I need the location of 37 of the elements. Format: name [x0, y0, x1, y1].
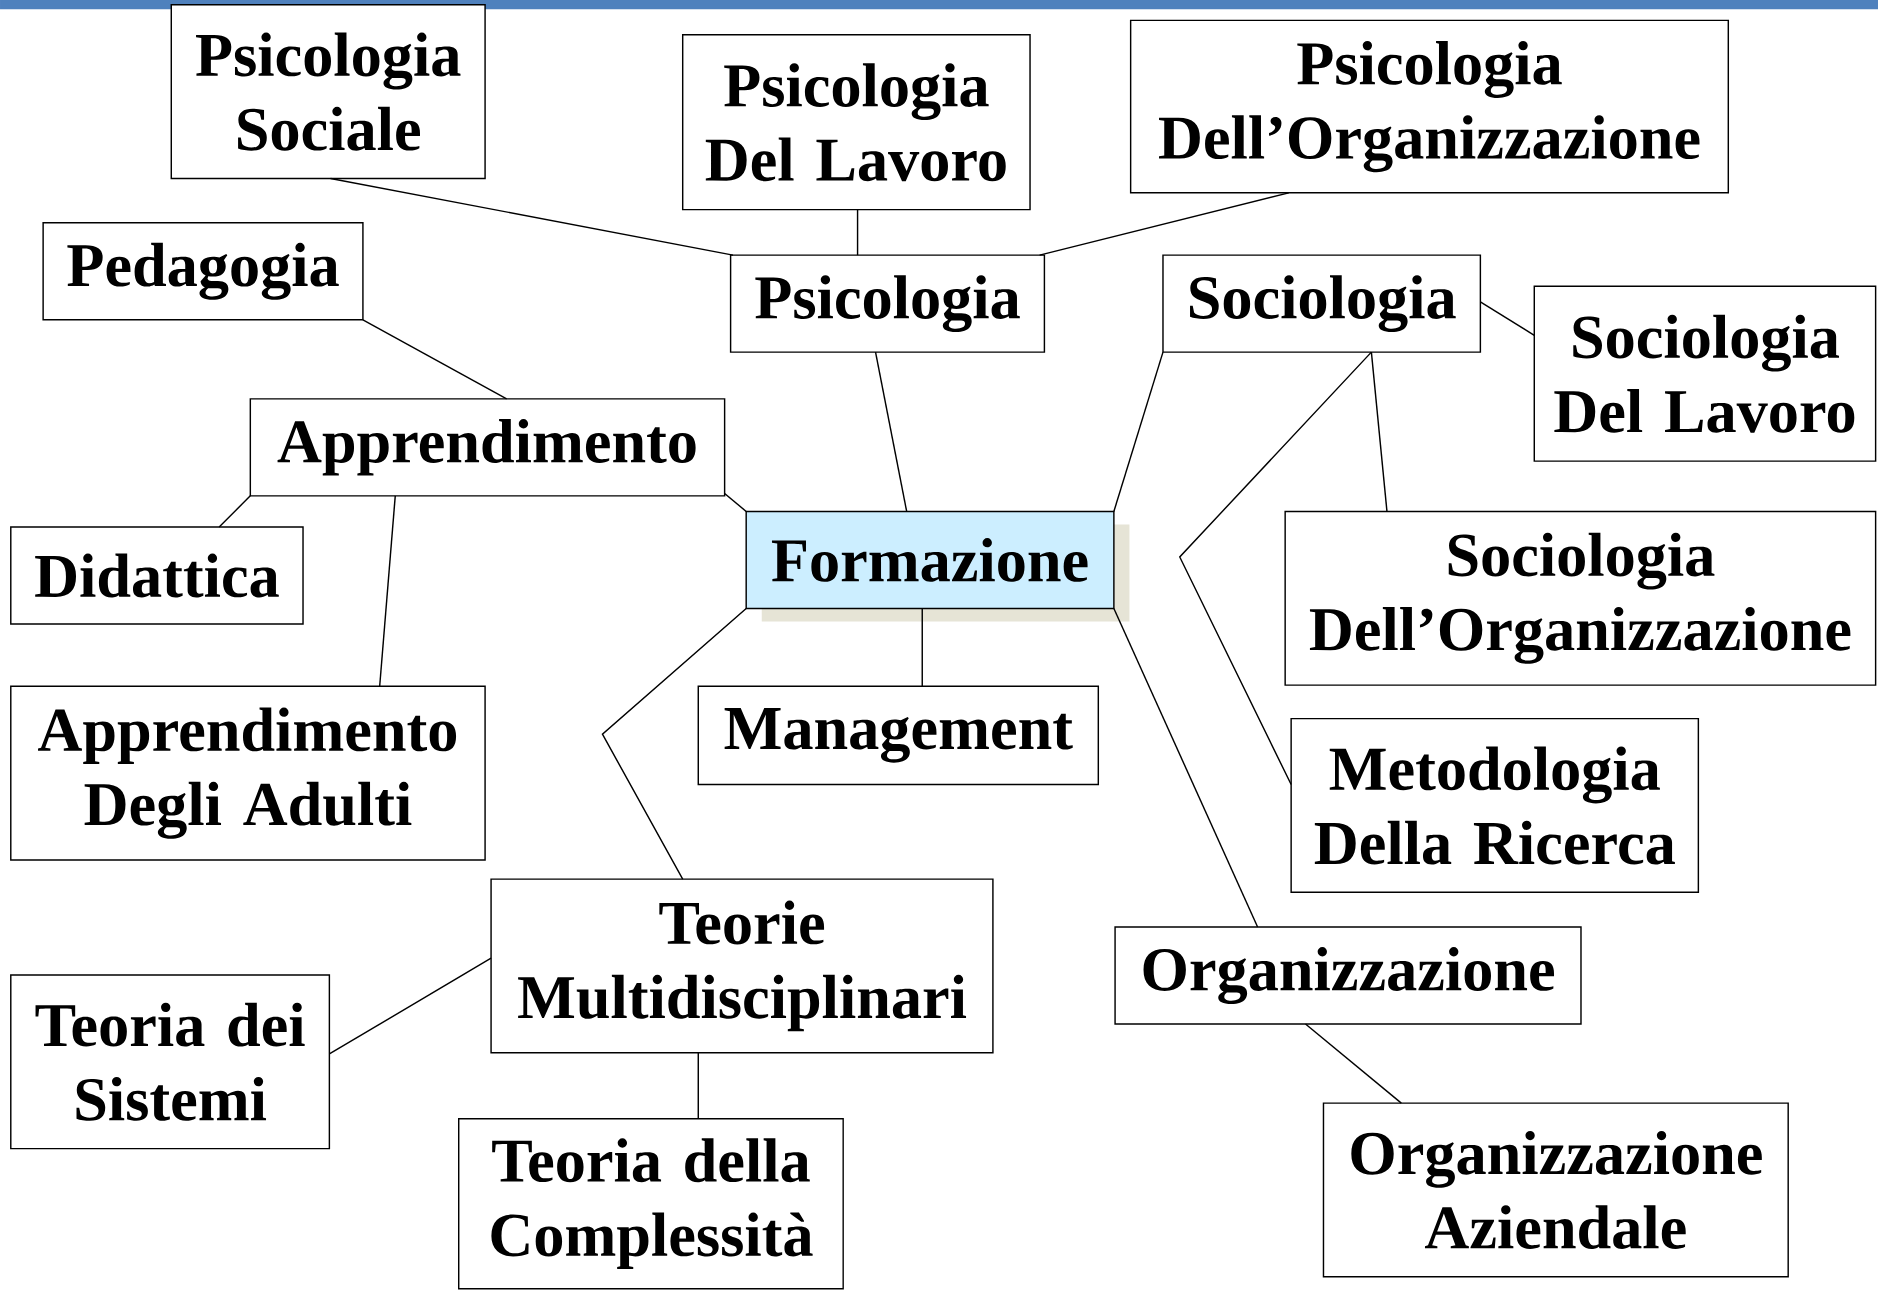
connector-line	[601, 607, 747, 880]
concept-box: Organizzazione	[1114, 926, 1582, 1025]
connector-line	[362, 319, 508, 400]
concept-box: Apprendimento	[249, 398, 726, 497]
connector-line	[1038, 192, 1290, 256]
concept-box: Didattica	[10, 526, 304, 625]
concept-box: Metodologia Della Ricerca	[1290, 717, 1700, 894]
concept-box: Apprendimento Degli Adulti	[10, 685, 486, 861]
connector-line	[697, 1052, 699, 1120]
concept-box: Psicologia Del Lavoro	[682, 34, 1031, 211]
concept-box: Teoria dei Sistemi	[10, 974, 331, 1150]
connector-line	[218, 495, 252, 528]
connector-line	[921, 607, 923, 688]
connector-line	[723, 492, 747, 513]
connector-line	[1113, 607, 1259, 928]
concept-box: Psicologia Sociale	[170, 4, 486, 180]
concept-box: Sociologia	[1162, 254, 1482, 353]
connector-line	[1178, 351, 1373, 786]
concept-box: Pedagogia	[42, 222, 364, 321]
connector-line	[378, 495, 396, 688]
concept-box: Sociologia Dell’Organizzazione	[1284, 510, 1877, 686]
concept-box: Psicologia	[729, 254, 1046, 353]
concept-box: Teorie Multidisciplinari	[490, 878, 994, 1054]
connector-line	[329, 177, 734, 256]
connector-line	[1113, 351, 1164, 513]
concept-box: Teoria della Complessità	[458, 1117, 844, 1290]
connector-line	[1479, 301, 1535, 337]
connector-line	[874, 351, 908, 513]
concept-box: Formazione	[745, 510, 1130, 622]
concept-box: Psicologia Dell’Organizzazione	[1129, 19, 1729, 194]
concept-box: Organizzazione Aziendale	[1322, 1102, 1789, 1278]
connector-line	[1304, 1023, 1403, 1104]
concept-box: Management	[697, 685, 1100, 786]
concept-box: Sociologia Del Lavoro	[1533, 285, 1877, 462]
connector-line	[328, 957, 492, 1055]
connector-line	[1370, 351, 1388, 513]
connector-line	[856, 208, 859, 256]
